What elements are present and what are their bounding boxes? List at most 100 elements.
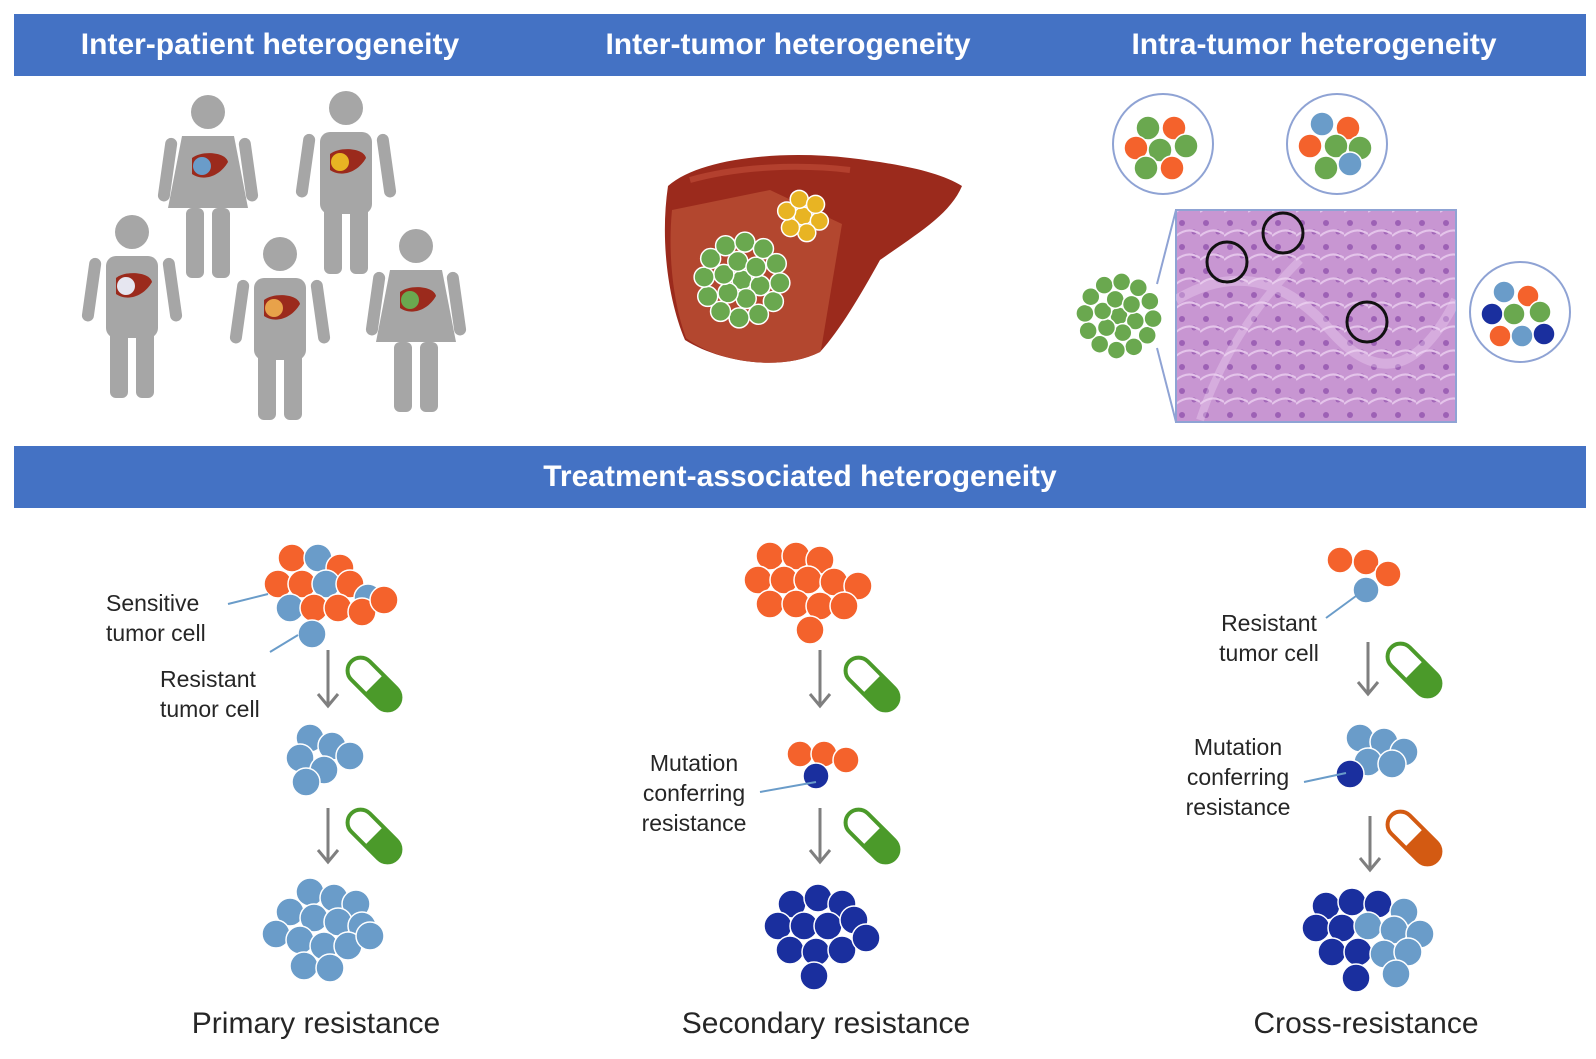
green-cell [1121,294,1142,315]
mutated-cell [827,935,857,965]
people-group [81,91,467,420]
green-cell [1096,317,1117,338]
green-cell [693,266,715,288]
subclone-cell [1335,115,1361,141]
region-circle-3 [1345,300,1389,344]
mutated-cell [786,740,814,768]
mutated-cell [799,961,829,991]
tumor-cell [829,591,859,621]
green-cell [1081,286,1101,307]
leader-resistant-cross [1325,595,1357,619]
drug-pills [345,641,1443,867]
yellow-cell [805,194,826,215]
tumor-cell [277,543,307,573]
tumor-spot [401,291,419,309]
tumor-cell [297,619,327,649]
subclone-cell [1480,302,1504,326]
green-cell [1078,321,1098,341]
subclone-cell [1135,115,1161,141]
mutated-cell [832,746,860,774]
subclone-cell [1159,155,1185,181]
treatment-band: Treatment-associated heterogeneity [14,446,1586,508]
subclone-cell [1313,155,1339,181]
label-mutation-secondary: Mutation conferring resistance [641,750,747,836]
green-cell [699,247,722,270]
tumor-cell [1352,548,1380,576]
green-cell [714,234,737,257]
resistant-cell [355,921,385,951]
caption-secondary-resistance: Secondary resistance [681,1007,971,1040]
leader-sensitive [227,593,269,605]
subclone-cell [1133,155,1159,181]
mixed-cell [1335,759,1365,789]
caption-cross-resistance: Cross-resistance [1253,1007,1479,1040]
resistant-cell [291,767,321,797]
treatment-arrows [316,642,1382,873]
panel-title-intra-tumor: Intra-tumor heterogeneity [1131,28,1497,61]
green-cell [1140,291,1160,311]
green-cell [765,252,788,275]
histology-image [1175,209,1457,423]
subclone-cell [1337,151,1363,177]
mixed-cell [1353,911,1383,941]
subclone-cell [1173,133,1199,159]
label-resistant-tumor-cell-primary: Resistant tumor cell [160,666,260,722]
mixed-cell [1317,937,1347,967]
pill-green-icon [345,807,403,865]
mutated-cell [851,923,881,953]
intra-tumor-illustration [1075,93,1571,423]
leader-mutation-cross [1303,772,1347,783]
pill-green-icon [345,655,403,713]
pill-orange-icon [1385,809,1443,867]
subclone-cell [1516,284,1540,308]
tumor-spot [193,157,211,175]
green-cell [709,300,732,323]
person-4 [229,237,331,420]
green-cell [1089,334,1110,354]
green-cell [1075,303,1095,324]
green-cell [762,290,785,313]
label-sensitive-tumor-cell: Sensitive tumor cell [106,590,206,646]
panel-title-inter-patient: Inter-patient heterogeneity [80,28,460,61]
green-cell [752,237,775,260]
green-cell [1106,340,1127,360]
mutated-cell [802,762,830,790]
tumor-cell [755,589,785,619]
green-cell [747,303,770,326]
tumor-cell [1326,546,1354,574]
subclone-cell [1532,322,1556,346]
tumor-spot [117,277,135,295]
pill-green-icon [843,655,901,713]
green-cell [696,285,719,308]
yellow-cell [780,217,801,238]
mixed-cell [1341,963,1371,993]
person-5 [365,229,467,412]
pill-green-icon [1385,641,1443,699]
mixed-cell [1381,959,1411,989]
label-resistant-tumor-cell-cross: Resistant tumor cell [1219,610,1319,666]
mixed-cell [1337,887,1367,917]
panel-title-inter-tumor: Inter-tumor heterogeneity [605,28,971,61]
subclone-cell [1147,137,1173,163]
region-circle-1 [1205,240,1249,284]
label-mutation-cross: Mutation conferring resistance [1185,734,1291,820]
green-cell [717,282,739,304]
liver-illustration [664,155,962,363]
header-band: Inter-patient heterogeneity Inter-tumor … [14,14,1586,76]
yellow-cell [789,189,809,210]
caption-primary-resistance: Primary resistance [191,1007,441,1040]
green-cell [1143,308,1163,329]
mixed-cell [1377,749,1407,779]
tumor-spot [331,153,349,171]
leader-resistant-primary [269,634,299,653]
mutated-cell [775,935,805,965]
person-2 [295,91,397,274]
green-cell [734,231,756,253]
yellow-cell [776,201,797,221]
green-cell [745,256,767,278]
green-cell [1094,275,1114,295]
resistant-cell [289,951,319,981]
person-3 [81,215,183,398]
green-tumor [693,231,791,329]
